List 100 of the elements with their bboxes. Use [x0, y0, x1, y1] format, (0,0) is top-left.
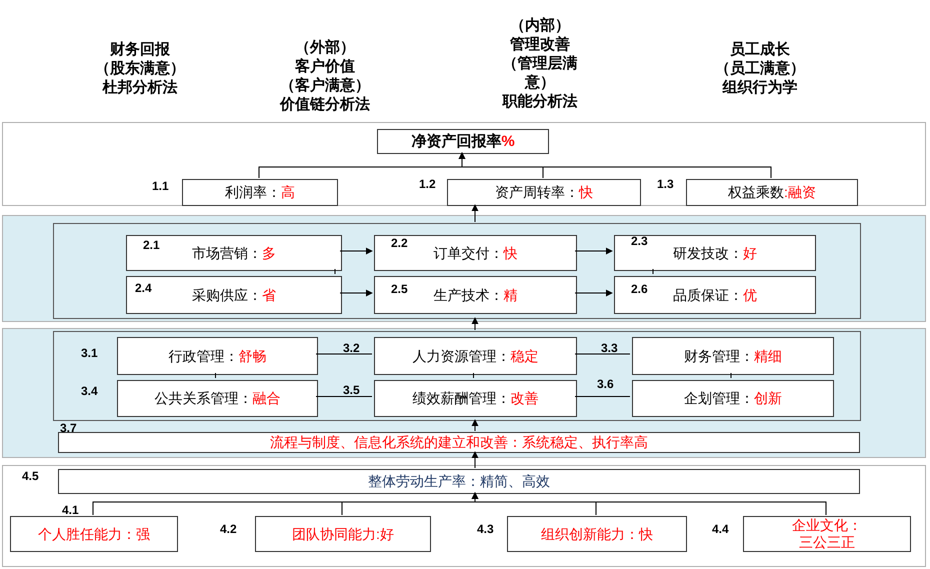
- metric-label: 企划管理：: [684, 390, 754, 407]
- item-number: 3.3: [601, 341, 618, 355]
- column-heading: （内部）: [510, 16, 570, 35]
- metric-label: 财务管理：: [684, 348, 754, 364]
- item-number: 2.5: [391, 282, 408, 296]
- arrow: [472, 419, 478, 432]
- item-number: 1.2: [419, 177, 436, 191]
- metric-label: 组织创新能力：快: [541, 526, 653, 542]
- metric-box: [126, 276, 342, 314]
- arrow: [472, 451, 478, 468]
- column-heading: 管理改善: [510, 35, 570, 54]
- metric-label: 研发技改：: [673, 244, 743, 262]
- item-number: 4.4: [712, 522, 729, 536]
- column-heading: 员工成长: [730, 40, 790, 59]
- metric-label: 品质保证：: [673, 286, 743, 304]
- metric-box: [374, 276, 577, 314]
- metric-box: [374, 235, 577, 271]
- metric-value: :融资: [784, 184, 816, 201]
- connector-line: [334, 268, 336, 274]
- item-number: 4.3: [477, 522, 494, 536]
- column-heading: 组织行为学: [722, 78, 798, 97]
- metric-value: 快: [504, 244, 518, 262]
- arrow: [472, 492, 826, 516]
- section-band: [2, 465, 926, 567]
- column-heading: （外部）: [295, 38, 355, 57]
- arrow: [574, 290, 613, 296]
- arrow: [458, 152, 772, 178]
- item-number: 1.1: [152, 179, 169, 193]
- metric-box: [377, 129, 549, 154]
- metric-value: %: [501, 133, 515, 150]
- metric-label: 人力资源管理：: [412, 348, 510, 364]
- metric-value: 稳定: [510, 348, 538, 364]
- metric-label: 采购供应：: [192, 286, 262, 304]
- item-number: 3.5: [343, 383, 360, 397]
- metric-value: 改善: [510, 390, 538, 407]
- connector-line: [652, 268, 654, 274]
- connector-line: [574, 396, 630, 397]
- metric-label: 团队协同能力:好: [292, 526, 394, 542]
- group-frame: [53, 223, 861, 319]
- connector-line: [473, 372, 474, 378]
- column-heading: 财务回报: [110, 40, 170, 59]
- metric-label: 生产技术：: [434, 286, 504, 304]
- column-heading: （管理层满意）: [502, 54, 578, 92]
- item-number: 3.1: [81, 346, 98, 360]
- connector-line: [316, 396, 372, 397]
- arrow: [472, 317, 478, 330]
- section-band: [2, 328, 926, 458]
- column-heading: 价值链分析法: [280, 95, 370, 114]
- metric-box: [614, 235, 816, 271]
- item-number: 3.6: [597, 377, 614, 391]
- column-heading: 杜邦分析法: [102, 78, 178, 97]
- metric-value: 精: [504, 286, 518, 304]
- arrow: [472, 204, 478, 222]
- item-number: 1.3: [657, 177, 674, 191]
- metric-value: 省: [262, 286, 276, 304]
- item-number: 2.6: [631, 282, 648, 296]
- column-heading: （员工满意）: [715, 59, 805, 78]
- item-number: 4.5: [22, 469, 39, 483]
- connector-line: [215, 372, 216, 378]
- section-band: [2, 215, 926, 322]
- metric-label: 市场营销：: [192, 244, 262, 262]
- metric-label: 订单交付：: [434, 244, 504, 262]
- metric-value: 创新: [754, 390, 782, 407]
- item-number: 4.2: [220, 522, 237, 536]
- metric-label: 利润率：: [225, 184, 281, 201]
- item-number: 3.7: [60, 421, 77, 435]
- metric-value: 好: [743, 244, 757, 262]
- section-band: [2, 122, 926, 206]
- metric-label: 流程与制度、信息化系统的建立和改善：系统稳定、执行率高: [270, 434, 648, 451]
- metric-value: 舒畅: [238, 348, 266, 364]
- column-heading: （客户满意）: [280, 76, 370, 95]
- column-heading: （股东满意）: [95, 59, 185, 78]
- metric-label: 净资产回报率: [411, 133, 502, 150]
- column-heading: 客户价值: [295, 57, 355, 76]
- metric-value: 精细: [754, 348, 782, 364]
- metric-label: 企业文化：: [792, 517, 862, 534]
- item-number: 3.4: [81, 384, 98, 398]
- metric-label: 个人胜任能力：强: [38, 526, 150, 542]
- metric-label: 绩效薪酬管理：: [412, 390, 510, 407]
- metric-value: 快: [579, 184, 593, 201]
- metric-label: 公共关系管理：: [154, 390, 252, 407]
- metric-box: [614, 276, 816, 314]
- metric-label: 整体劳动生产率：精简、高效: [368, 473, 550, 490]
- metric-value: 三公三正: [799, 534, 855, 551]
- arrow: [574, 248, 613, 254]
- connector-line: [730, 372, 732, 378]
- item-number: 2.4: [135, 281, 152, 295]
- metric-value: 多: [262, 244, 276, 262]
- item-number: 3.2: [343, 341, 360, 355]
- column-heading: 职能分析法: [502, 92, 578, 111]
- item-number: 2.1: [143, 238, 160, 252]
- item-number: 4.1: [62, 503, 79, 517]
- metric-value: 高: [281, 184, 295, 201]
- group-frame: [53, 331, 861, 421]
- item-number: 2.2: [391, 236, 408, 250]
- arrow: [340, 290, 373, 296]
- metric-label: 行政管理：: [168, 348, 238, 364]
- metric-value: 融合: [252, 390, 280, 407]
- metric-label: 资产周转率：: [495, 184, 579, 201]
- metric-label: 权益乘数: [728, 184, 784, 201]
